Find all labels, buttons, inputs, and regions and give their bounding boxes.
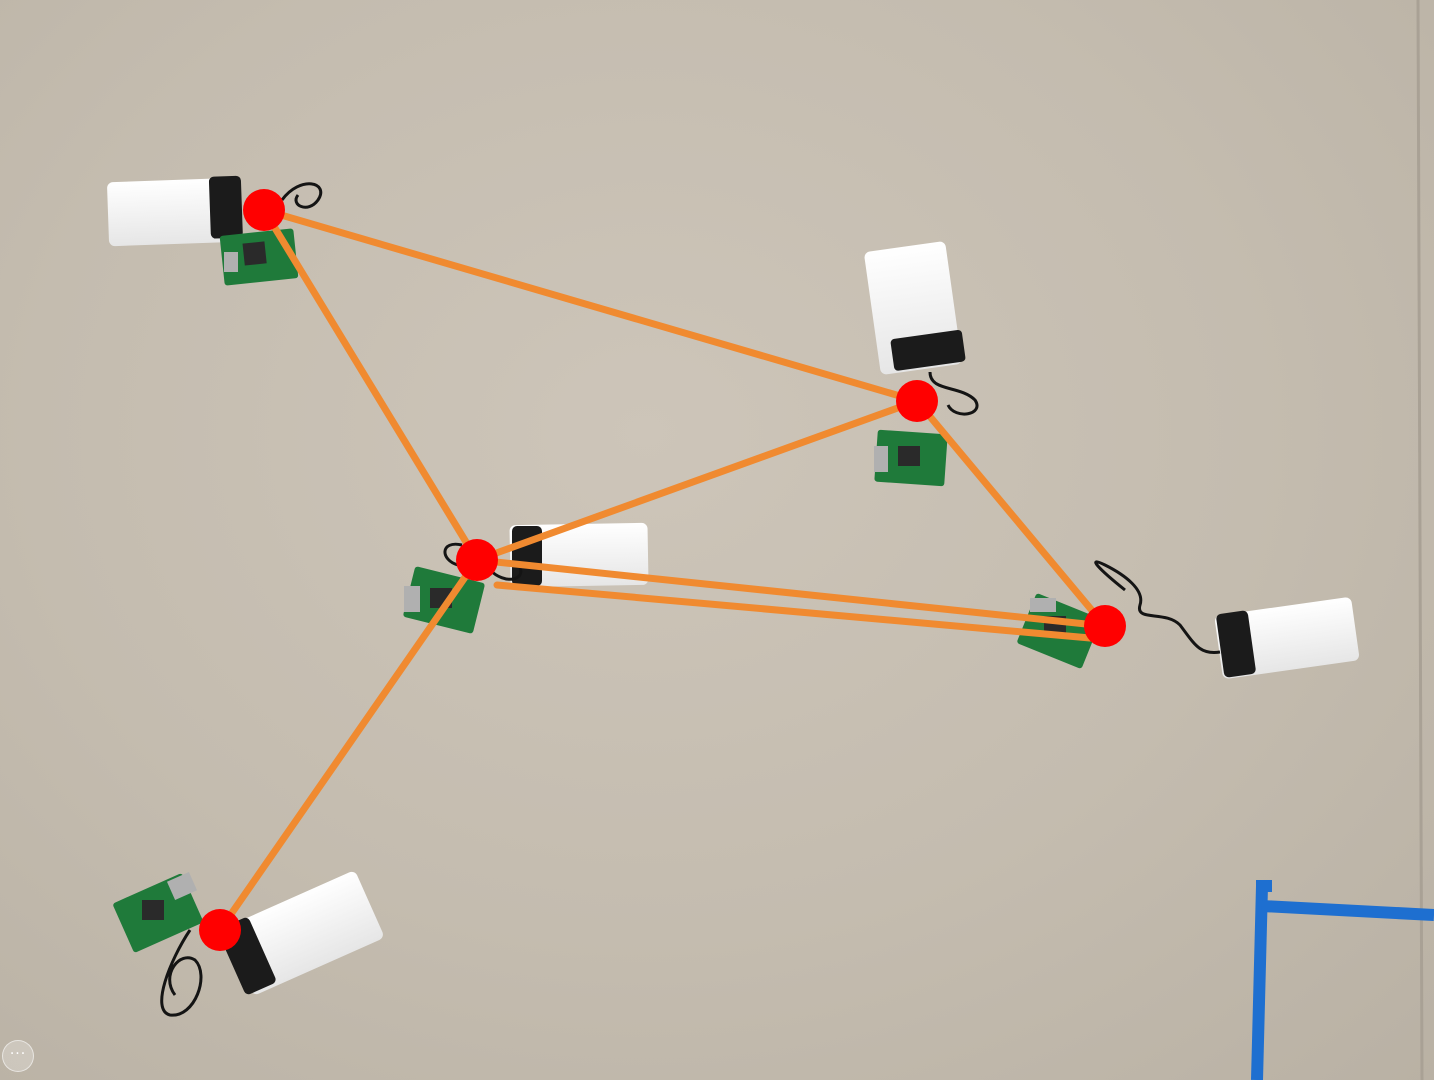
power-bank bbox=[107, 175, 243, 247]
power-bank bbox=[218, 871, 383, 995]
node-e bbox=[199, 909, 241, 951]
power-bank bbox=[1214, 597, 1360, 679]
link-a-c bbox=[260, 206, 481, 564]
node-a bbox=[243, 189, 285, 231]
link-c-d bbox=[473, 556, 1109, 630]
network-nodes bbox=[199, 189, 1126, 951]
blue-tape bbox=[1251, 880, 1434, 1080]
more-horizontal-icon: ··· bbox=[9, 1046, 27, 1062]
link-b-d bbox=[913, 397, 1109, 630]
usb-cable bbox=[928, 371, 979, 416]
node-d bbox=[1084, 605, 1126, 647]
link-a-b bbox=[260, 206, 921, 405]
raspberry-pi-board bbox=[874, 429, 948, 487]
node-c bbox=[456, 539, 498, 581]
device-a bbox=[107, 175, 323, 286]
usb-cable bbox=[443, 542, 523, 581]
usb-cable bbox=[160, 929, 203, 1017]
usb-cable bbox=[1094, 560, 1221, 655]
raspberry-pi-board bbox=[219, 228, 299, 286]
device-b bbox=[864, 241, 979, 487]
link-c-d-secondary bbox=[493, 581, 1094, 642]
node-b bbox=[896, 380, 938, 422]
link-c-e bbox=[216, 556, 481, 934]
power-bank bbox=[864, 241, 966, 375]
link-lines bbox=[216, 206, 1109, 934]
link-c-b bbox=[473, 397, 921, 564]
usb-cable bbox=[280, 182, 323, 209]
device-e bbox=[113, 871, 383, 1017]
raspberry-pi-board bbox=[113, 871, 203, 953]
floor-seam bbox=[1416, 0, 1424, 1080]
more-options-button[interactable]: ··· bbox=[2, 1040, 34, 1072]
